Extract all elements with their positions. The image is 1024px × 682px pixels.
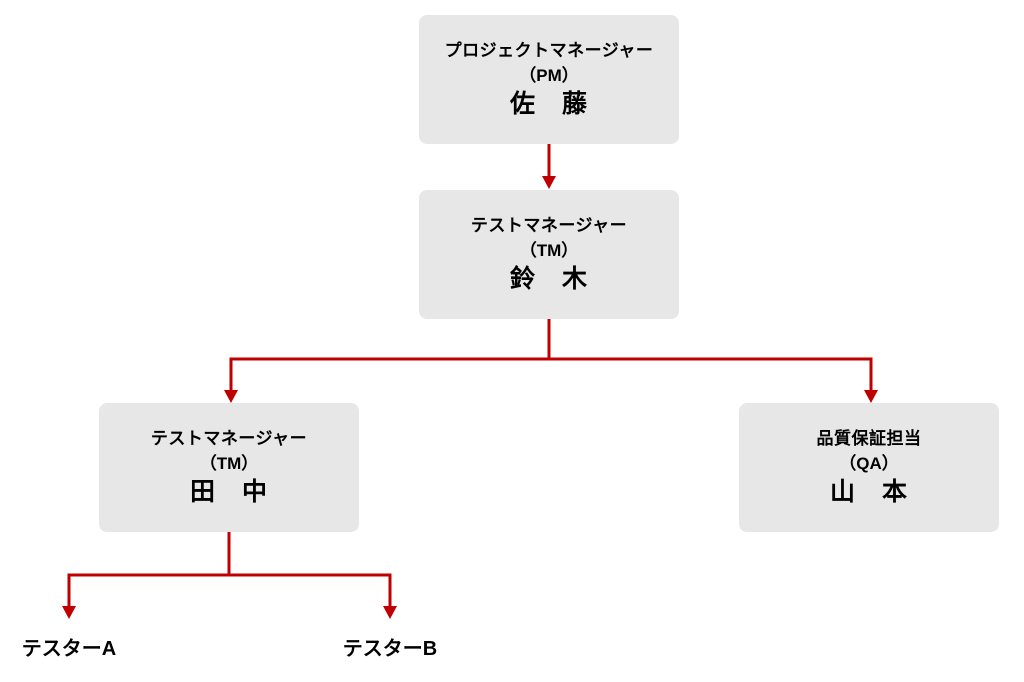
node-role: テストマネージャー bbox=[150, 429, 308, 448]
node-abbr: （TM） bbox=[199, 454, 259, 473]
node-role: プロジェクトマネージャー bbox=[444, 41, 654, 60]
node-abbr: （PM） bbox=[519, 66, 579, 85]
arrowhead-tester-b bbox=[383, 606, 397, 619]
leaf-label-tester-b: テスターB bbox=[342, 638, 438, 660]
arrowhead-tester-a bbox=[62, 606, 76, 619]
node-abbr: （TM） bbox=[519, 241, 579, 260]
arrowhead-tanaka bbox=[224, 390, 238, 403]
node-name: 佐 藤 bbox=[509, 90, 588, 118]
node-abbr: （QA） bbox=[839, 454, 899, 473]
org-node-tm-suzuki: テストマネージャー （TM） 鈴 木 bbox=[419, 190, 679, 319]
node-name: 山 本 bbox=[829, 478, 908, 506]
arrowhead-suzuki bbox=[542, 176, 556, 189]
node-role: テストマネージャー bbox=[470, 216, 628, 235]
node-name: 鈴 木 bbox=[509, 265, 588, 293]
org-node-qa-yamamoto: 品質保証担当 （QA） 山 本 bbox=[739, 403, 999, 532]
org-node-pm: プロジェクトマネージャー （PM） 佐 藤 bbox=[419, 15, 679, 144]
leaf-label-tester-a: テスターA bbox=[21, 638, 117, 660]
arrowhead-yamamoto bbox=[864, 390, 878, 403]
connector-branch-testers bbox=[67, 573, 392, 607]
node-role: 品質保証担当 bbox=[816, 429, 922, 448]
connector-branch-level3 bbox=[229, 357, 873, 391]
org-node-tm-tanaka: テストマネージャー （TM） 田 中 bbox=[99, 403, 359, 532]
node-name: 田 中 bbox=[189, 478, 268, 506]
